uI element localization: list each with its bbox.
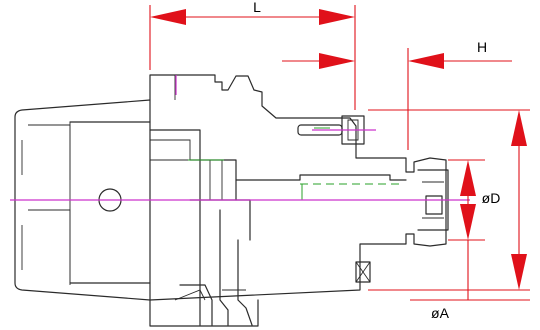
dimension-l-label: L xyxy=(253,0,261,15)
dimension-a: øA xyxy=(410,159,530,321)
dimension-d: øD xyxy=(368,109,530,291)
centerline xyxy=(10,75,470,201)
dimension-a-label: øA xyxy=(431,305,450,321)
dimension-h: H xyxy=(282,39,512,150)
dimension-l: L xyxy=(149,0,356,110)
dimension-d-label: øD xyxy=(482,190,501,206)
dimension-h-label: H xyxy=(477,39,487,55)
hidden-edges xyxy=(188,127,400,200)
